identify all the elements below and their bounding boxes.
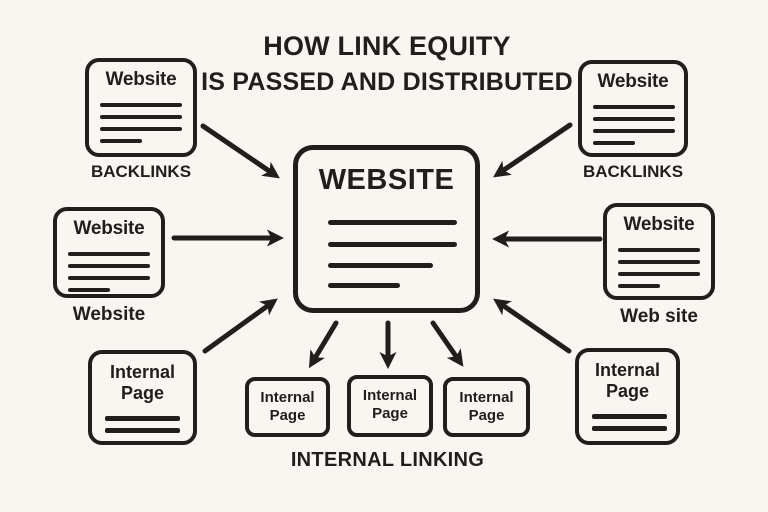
text-line [100,127,182,131]
backlinks-label-left: BACKLINKS [90,162,192,181]
text-line [100,139,142,143]
text-line [592,414,667,419]
arrow-backlink-top-right [493,122,573,178]
diagram-title-line1: HOW LINK EQUITY [263,31,511,61]
arrow-to-internal-page-3 [430,320,464,367]
diagram-title-line2: IS PASSED AND DISTRIBUTED [201,68,573,96]
text-line [593,117,675,121]
text-line [105,416,180,421]
internal-linking-label: INTERNAL LINKING [290,449,485,471]
text-line [328,283,400,288]
internal-page-node-1: Internal Page [245,377,330,437]
arrow-to-internal-page-1 [308,320,339,369]
text-line [593,141,635,145]
text-line [618,248,700,252]
central-website-node: WEBSITE [293,145,480,313]
text-line [592,426,667,431]
text-line [100,115,182,119]
internal-page-node-3: Internal Page [443,377,530,437]
node-title: Website [597,71,669,92]
text-line [618,272,700,276]
text-line [328,220,457,225]
text-line [618,284,660,288]
website-node-top-left: Website [85,58,197,157]
text-line [328,242,457,247]
website-node-mid-right: Website [603,203,715,300]
node-title: Internal Page [362,387,418,422]
website-label-right: Web site [620,306,698,327]
text-line [100,103,182,107]
arrow-backlink-top-left [200,123,280,179]
text-line [618,260,700,264]
text-line [593,105,675,109]
arrow-internal-bottom-left [202,298,278,354]
text-line [68,264,150,268]
text-line [593,129,675,133]
text-line [68,288,110,292]
text-line [68,252,150,256]
node-title: Website [623,214,695,235]
node-title: Internal Page [594,360,660,401]
diagram-title: HOW LINK EQUITY IS PASSED AND DISTRIBUTE… [3,31,768,97]
website-node-top-right: Website [578,60,688,157]
website-node-mid-left: Website [53,207,165,298]
internal-page-node-2: Internal Page [347,375,433,437]
node-title: Internal Page [260,389,315,424]
node-title: Website [73,218,145,239]
website-label-left: Website [72,304,146,325]
central-website-title: WEBSITE [318,164,455,196]
node-title: Internal Page [109,362,175,403]
node-title: Website [105,69,177,90]
internal-page-node-bottom-right: Internal Page [575,348,680,445]
internal-page-node-bottom-left: Internal Page [88,350,197,445]
text-line [105,428,180,433]
backlinks-label-right: BACKLINKS [582,162,684,181]
node-title: Internal Page [459,389,514,424]
arrow-internal-bottom-right [493,298,572,354]
text-line [328,263,433,268]
text-line [68,276,150,280]
